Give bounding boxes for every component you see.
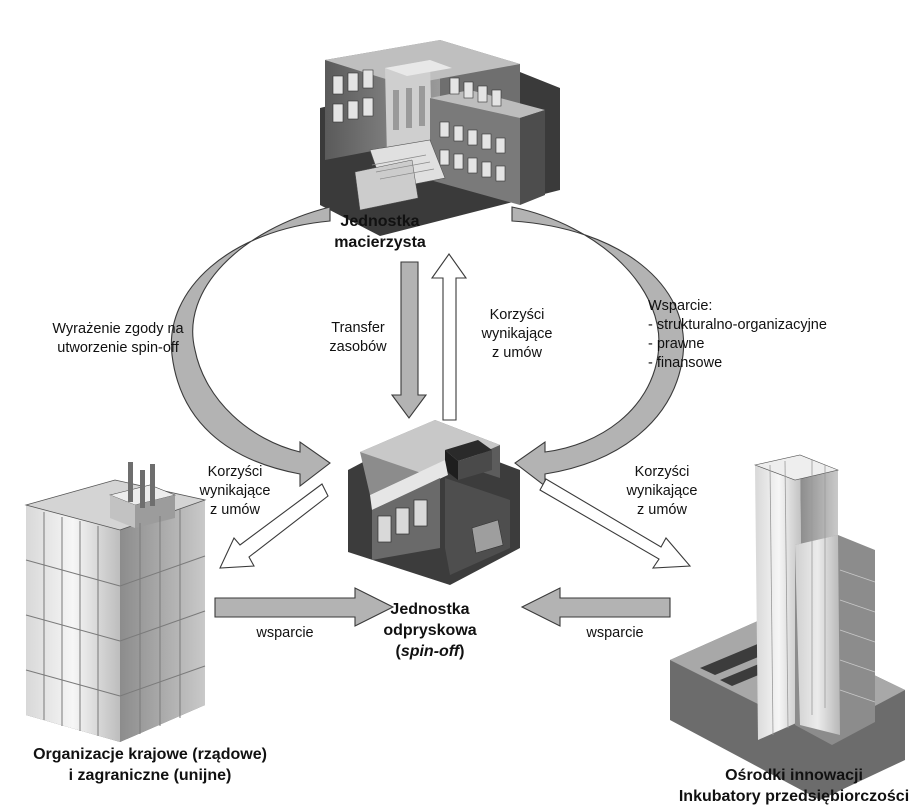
support-parent-label: Wsparcie:- strukturalno-organizacyjne- p… — [648, 298, 827, 371]
university-building-icon — [320, 40, 560, 236]
benefits-right-arrow — [539, 478, 692, 569]
consent-arrow — [170, 206, 331, 488]
spinoff-unit-label: Jednostka odpryskowa (spin-off) — [383, 601, 477, 660]
transfer-arrow — [390, 261, 428, 419]
benefits-left-arrow — [219, 483, 329, 569]
support-right-label: wsparcie — [586, 625, 644, 641]
storefront-building-icon — [348, 420, 520, 585]
support-right-arrow — [520, 587, 671, 627]
benefits-top-arrow — [430, 253, 468, 421]
support-left-arrow — [214, 587, 395, 627]
support-left-label: wsparcie — [256, 625, 314, 641]
skyscraper-icon — [670, 454, 905, 800]
office-tower-icon — [24, 462, 207, 742]
organizations-label: Organizacje krajowe (rządowe)i zagranicz… — [33, 746, 267, 784]
